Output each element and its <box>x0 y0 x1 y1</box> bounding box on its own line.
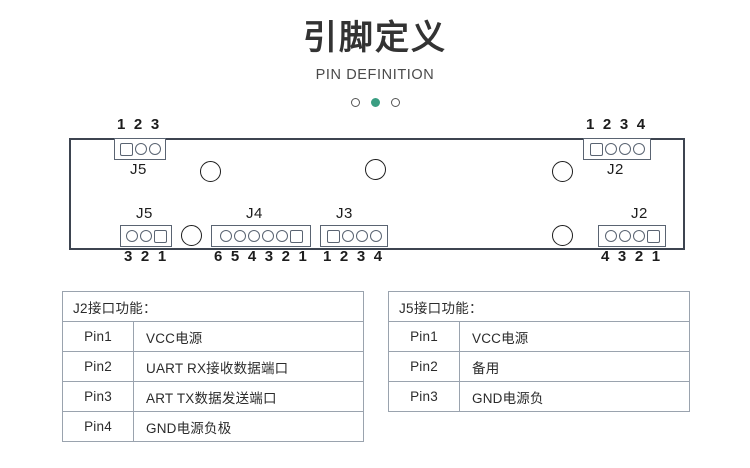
page-title: 引脚定义 <box>303 19 447 57</box>
pin-label: Pin2 <box>62 351 134 382</box>
j4-pin-numbers: 6 5 4 3 2 1 <box>214 248 310 265</box>
pad-round <box>618 230 631 242</box>
pad-round <box>604 230 617 242</box>
table-j2-header: J2接口功能： <box>62 291 364 322</box>
table-j5-header: J5接口功能： <box>388 291 690 322</box>
mounting-hole-top-1 <box>200 161 221 182</box>
pin-function: GND电源负极 <box>133 411 364 442</box>
pin-label: Pin1 <box>388 321 460 352</box>
pad-round <box>632 230 645 242</box>
pad-round <box>233 230 246 242</box>
pad-square <box>153 229 167 243</box>
table-row: Pin3 GND电源负 <box>388 381 690 412</box>
pin-label: Pin1 <box>62 321 134 352</box>
pin-function: ART TX数据发送端口 <box>133 381 364 412</box>
mounting-hole-bottom-1 <box>181 225 202 246</box>
table-row: Pin3 ART TX数据发送端口 <box>62 381 364 412</box>
mounting-hole-top-2 <box>365 159 386 180</box>
pad-round <box>275 230 288 242</box>
pin-label: Pin3 <box>388 381 460 412</box>
connector-j5-top-label: J5 <box>130 161 147 178</box>
carousel-dot-1[interactable] <box>350 98 360 107</box>
connector-j2-top-label: J2 <box>607 161 624 178</box>
pin-label: Pin3 <box>62 381 134 412</box>
pad-square <box>289 229 303 243</box>
j5-top-pin-numbers: 1 2 3 <box>117 116 162 133</box>
table-header-row: J5接口功能： <box>388 291 690 322</box>
pin-table-j5: J5接口功能： Pin1 VCC电源 Pin2 备用 Pin3 GND电源负 <box>388 291 690 412</box>
connector-j5-top[interactable] <box>114 138 166 160</box>
pad-round <box>604 143 617 155</box>
table-row: Pin1 VCC电源 <box>62 321 364 352</box>
pin-function: VCC电源 <box>459 321 690 352</box>
connector-j5-bottom[interactable] <box>120 225 172 247</box>
pad-round <box>148 143 161 155</box>
connector-j4[interactable] <box>211 225 311 247</box>
pad-round <box>219 230 232 242</box>
mounting-hole-bottom-3 <box>552 225 573 246</box>
pad-round <box>134 143 147 155</box>
connector-j2-bottom-label: J2 <box>631 205 648 222</box>
pad-round <box>369 230 382 242</box>
pad-round <box>632 143 645 155</box>
pcb-diagram: 1 2 3 J5 1 2 3 4 J2 J5 3 2 1 J4 6 5 4 3 … <box>0 114 750 274</box>
connector-j4-label: J4 <box>246 205 263 222</box>
pin-table-j2: J2接口功能： Pin1 VCC电源 Pin2 UART RX接收数据端口 Pi… <box>62 291 364 442</box>
table-row: Pin2 UART RX接收数据端口 <box>62 351 364 382</box>
pad-square <box>646 229 660 243</box>
connector-j3-label: J3 <box>336 205 353 222</box>
pad-round <box>125 230 138 242</box>
table-row: Pin4 GND电源负极 <box>62 411 364 442</box>
carousel-dots <box>0 98 750 107</box>
table-header-row: J2接口功能： <box>62 291 364 322</box>
connector-j5-bottom-label: J5 <box>136 205 153 222</box>
pad-round <box>341 230 354 242</box>
connector-j2-top[interactable] <box>583 138 651 160</box>
pin-label: Pin4 <box>62 411 134 442</box>
pad-round <box>247 230 260 242</box>
pad-square <box>589 142 603 156</box>
carousel-dot-3[interactable] <box>390 98 400 107</box>
pad-round <box>261 230 274 242</box>
page-subtitle: PIN DEFINITION <box>315 67 435 83</box>
pad-square <box>326 229 340 243</box>
table-row: Pin1 VCC电源 <box>388 321 690 352</box>
pin-label: Pin2 <box>388 351 460 382</box>
mounting-hole-top-3 <box>552 161 573 182</box>
connector-j2-bottom[interactable] <box>598 225 666 247</box>
pin-function: UART RX接收数据端口 <box>133 351 364 382</box>
pad-round <box>355 230 368 242</box>
j2-top-pin-numbers: 1 2 3 4 <box>586 116 648 133</box>
carousel-dot-2[interactable] <box>370 98 380 107</box>
j3-pin-numbers: 1 2 3 4 <box>323 248 385 265</box>
pad-square <box>119 142 133 156</box>
pin-function: 备用 <box>459 351 690 382</box>
j5-bottom-pin-numbers: 3 2 1 <box>124 248 169 265</box>
connector-j3[interactable] <box>320 225 388 247</box>
pad-round <box>618 143 631 155</box>
pin-function: VCC电源 <box>133 321 364 352</box>
pad-round <box>139 230 152 242</box>
j2-bottom-pin-numbers: 4 3 2 1 <box>601 248 663 265</box>
table-row: Pin2 备用 <box>388 351 690 382</box>
pin-function: GND电源负 <box>459 381 690 412</box>
page-header: 引脚定义 PIN DEFINITION <box>0 0 750 107</box>
